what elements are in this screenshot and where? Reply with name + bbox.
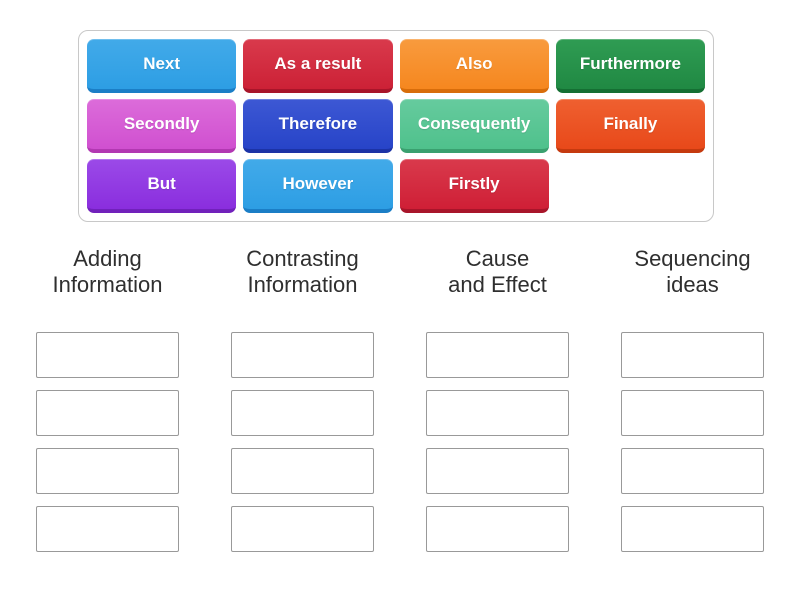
word-chip-but[interactable]: But [87, 159, 237, 213]
answer-slot[interactable] [36, 332, 179, 378]
word-chip-label: Next [143, 54, 181, 73]
answer-slot[interactable] [426, 448, 569, 494]
category-title-line: ideas [666, 272, 719, 297]
answer-slot[interactable] [426, 332, 569, 378]
word-chip-secondly[interactable]: Secondly [87, 99, 237, 153]
answer-slot[interactable] [36, 506, 179, 552]
answer-slot[interactable] [621, 448, 764, 494]
category-title-line: Information [52, 272, 163, 297]
word-chip-as-a-result[interactable]: As a result [243, 39, 393, 93]
word-chip-label: Therefore [278, 114, 358, 133]
word-chip-finally[interactable]: Finally [555, 99, 705, 153]
word-chip-label: Firstly [448, 174, 500, 193]
answer-slot[interactable] [426, 506, 569, 552]
answer-slot[interactable] [621, 332, 764, 378]
category-title-line: Cause [465, 246, 530, 271]
word-chip-label: Also [455, 54, 493, 73]
category-title-line: Sequencing [634, 246, 751, 271]
category-title-line: and Effect [448, 272, 547, 297]
answer-slot[interactable] [36, 448, 179, 494]
word-chip-furthermore[interactable]: Furthermore [555, 39, 705, 93]
word-chip-label: Finally [603, 114, 658, 133]
answer-slot[interactable] [426, 390, 569, 436]
answer-slot[interactable] [621, 390, 764, 436]
category-title-line: Adding [73, 246, 142, 271]
category-title-line: Contrasting [246, 246, 359, 271]
answer-slot[interactable] [621, 506, 764, 552]
word-chip-next[interactable]: Next [87, 39, 237, 93]
word-chip-firstly[interactable]: Firstly [399, 159, 549, 213]
answer-slot[interactable] [231, 448, 374, 494]
word-chip-label: Secondly [123, 114, 200, 133]
word-chip-label: However [282, 174, 354, 193]
answer-slot[interactable] [36, 390, 179, 436]
word-chip-also[interactable]: Also [399, 39, 549, 93]
answer-slot[interactable] [231, 390, 374, 436]
word-chip-label: Consequently [417, 114, 531, 133]
answer-slot[interactable] [231, 506, 374, 552]
word-chip-label: As a result [274, 54, 362, 73]
word-chip-however[interactable]: However [243, 159, 393, 213]
word-chip-label: Furthermore [579, 54, 681, 73]
word-chip-label: But [147, 174, 176, 193]
category-title-line: Information [247, 272, 358, 297]
answer-slot[interactable] [231, 332, 374, 378]
word-chip-consequently[interactable]: Consequently [399, 99, 549, 153]
word-chip-therefore[interactable]: Therefore [243, 99, 393, 153]
